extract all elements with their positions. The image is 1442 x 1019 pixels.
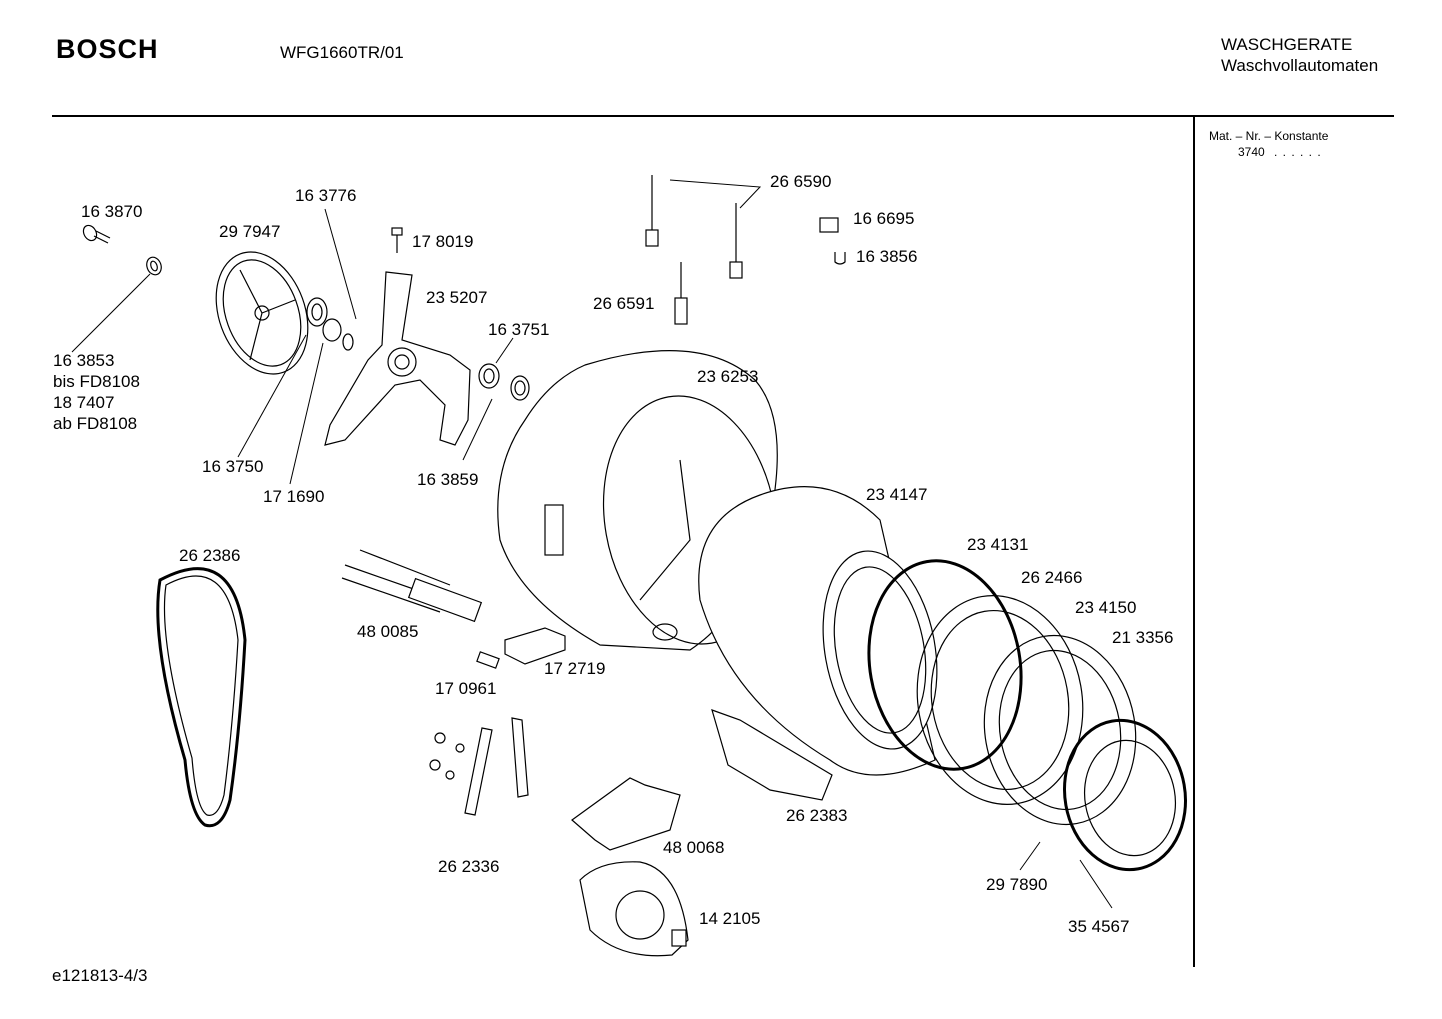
part-label: 29 7947 [219, 222, 280, 241]
part-label: 17 0961 [435, 679, 496, 698]
category-title: WASCHGERATE [1221, 35, 1353, 54]
part-label: 16 3853 [53, 351, 114, 370]
part-label: 23 4131 [967, 535, 1028, 554]
part-label: 26 6590 [770, 172, 831, 191]
part-label: 26 2336 [438, 857, 499, 876]
part-label: bis FD8108 [53, 372, 140, 391]
model-number: WFG1660TR/01 [280, 43, 404, 62]
counterweight-drawing [711, 709, 833, 801]
motor-drawing [579, 861, 689, 957]
drum-drawing [698, 486, 938, 776]
part-label: 16 6695 [853, 209, 914, 228]
part-label: 16 3776 [295, 186, 356, 205]
part-label: 48 0085 [357, 622, 418, 641]
part-label: 23 4150 [1075, 598, 1136, 617]
part-label: 29 7890 [986, 875, 1047, 894]
part-label: 26 2466 [1021, 568, 1082, 587]
part-label: 17 1690 [263, 487, 324, 506]
category-subtitle: Waschvollautomaten [1221, 56, 1379, 75]
bearing-pair-drawing [478, 363, 530, 401]
document-id: e121813-4/3 [52, 966, 148, 985]
part-label: 17 2719 [544, 659, 605, 678]
cover-sheet-drawing [571, 777, 681, 851]
pulley-drawing [215, 251, 309, 375]
seal-drawing [146, 256, 162, 276]
part-label: 48 0068 [663, 838, 724, 857]
part-label: 35 4567 [1068, 917, 1129, 936]
leader-lines [71, 179, 1113, 909]
connector-drawing [476, 627, 566, 669]
heater-drawing [341, 549, 483, 623]
drum-cross-drawing [324, 271, 471, 446]
part-label: 26 2386 [179, 546, 240, 565]
part-label: 26 6591 [593, 294, 654, 313]
mat-value: 3740 [1238, 145, 1265, 159]
part-label: 16 3859 [417, 470, 478, 489]
part-label: 18 7407 [53, 393, 114, 412]
part-label: 17 8019 [412, 232, 473, 251]
side-panel-divider [1193, 117, 1195, 967]
part-label: 23 6253 [697, 367, 758, 386]
part-label: 26 2383 [786, 806, 847, 825]
belt-drawing [156, 567, 247, 828]
mat-label: Mat. – Nr. – Konstante [1209, 129, 1329, 143]
part-label: ab FD8108 [53, 414, 137, 433]
header-divider [52, 115, 1394, 117]
part-label: 14 2105 [699, 909, 760, 928]
clip-drawing [819, 217, 846, 265]
part-label: 16 3870 [81, 202, 142, 221]
part-label: 23 4147 [866, 485, 927, 504]
part-label: 16 3856 [856, 247, 917, 266]
brand-logo: BOSCH [56, 34, 159, 64]
part-label: 16 3751 [488, 320, 549, 339]
part-label: 16 3750 [202, 457, 263, 476]
part-label: 23 5207 [426, 288, 487, 307]
screw-drawing [82, 224, 111, 244]
mat-dots: . . . . . . [1274, 145, 1322, 159]
gasket-rings-drawing [867, 559, 1188, 872]
bolt-drawing [391, 227, 403, 253]
spring-drawing [645, 175, 743, 325]
part-label: 21 3356 [1112, 628, 1173, 647]
bearing-drawing [306, 297, 354, 351]
shock-absorber-drawing [429, 717, 529, 816]
